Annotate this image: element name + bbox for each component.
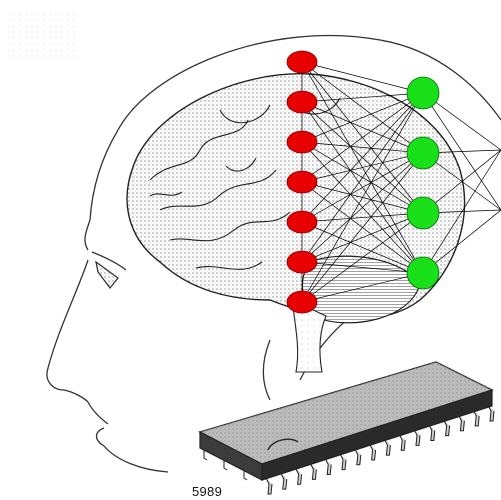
output-layer [406, 76, 440, 290]
chip-pin [413, 429, 421, 446]
chip-pin [339, 453, 347, 471]
network-connection [301, 92, 424, 143]
chip-pin [295, 468, 303, 485]
network-connection [301, 92, 424, 263]
input-neuron [286, 170, 318, 194]
input-neuron [286, 130, 318, 154]
network-connection [301, 152, 424, 183]
network-connection [301, 92, 424, 103]
input-layer [286, 50, 318, 314]
network-connection [301, 212, 424, 303]
output-neuron [406, 136, 440, 170]
chip-pin [487, 404, 495, 422]
network-connection [301, 212, 424, 263]
chip-pin [457, 414, 465, 432]
network-connection [301, 152, 424, 263]
network-connection [301, 92, 424, 223]
microchip [198, 361, 495, 495]
chip-pin [280, 472, 288, 490]
network-connection [301, 61, 424, 94]
network-connection [301, 152, 424, 303]
network-connection [301, 212, 424, 223]
network-connection [422, 209, 501, 274]
output-neuron [406, 76, 440, 110]
network-connection [301, 61, 424, 154]
network-connection [301, 92, 424, 303]
chip-pin [309, 463, 317, 480]
input-neuron [286, 290, 318, 314]
chip-pin [265, 477, 273, 495]
input-neuron [286, 90, 318, 114]
chip-pin [369, 443, 377, 461]
chip-legs-right [265, 404, 495, 495]
figure-caption: 5989 [192, 484, 223, 499]
network-connection [301, 101, 424, 154]
chip-pin [443, 419, 451, 437]
input-neuron [286, 210, 318, 234]
network-connection [301, 141, 424, 154]
input-neuron [286, 250, 318, 274]
network-connection [422, 149, 501, 214]
chip-pin [428, 424, 436, 441]
network-connection [301, 92, 424, 183]
network-connection [301, 272, 424, 303]
corner-stipple [8, 10, 78, 60]
chip-pin [383, 438, 391, 456]
network-connection [422, 149, 501, 274]
output-neuron [406, 196, 440, 230]
network-connection [301, 152, 424, 223]
network-connection [301, 221, 424, 274]
head-profile [46, 34, 501, 473]
chip-pin [472, 409, 480, 427]
chip-pin [203, 448, 208, 461]
chip-pin [223, 458, 228, 471]
output-neuron [406, 256, 440, 290]
chip-pin [324, 458, 332, 476]
network-connection [301, 261, 424, 274]
chip-pin [398, 433, 406, 451]
input-neuron [286, 50, 318, 74]
chip-pin [354, 448, 362, 466]
